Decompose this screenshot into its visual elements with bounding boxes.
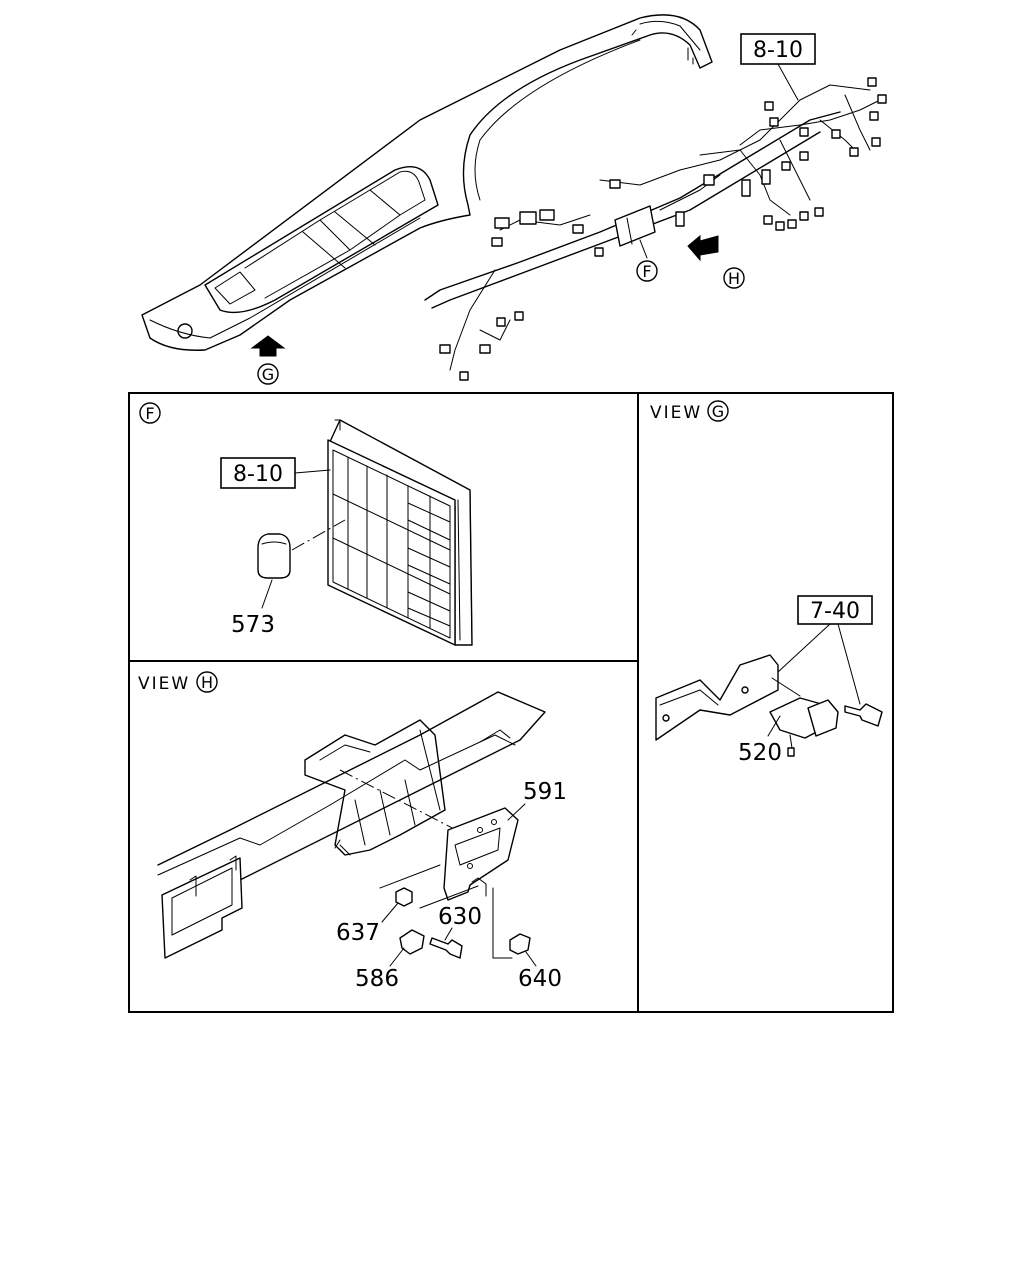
marker-f-letter: F — [642, 262, 651, 281]
screw-640 — [509, 933, 531, 955]
nut-637 — [395, 887, 413, 907]
ref-box-7-40 — [797, 595, 873, 625]
part-number-637: 637 — [336, 920, 380, 946]
view-h-arrow-icon — [687, 234, 719, 262]
detail-frame — [128, 392, 894, 1013]
ref-label-8-10-panel: 8-10 — [233, 462, 283, 487]
marker-f-circle — [636, 260, 658, 282]
part-number-591: 591 — [523, 779, 567, 805]
view-h-title-word: VIEW — [138, 674, 190, 694]
part-number-586: 586 — [355, 966, 399, 992]
panel-f-fuse-box: F 8-10 573 — [139, 402, 473, 646]
view-g-marker-letter: G — [712, 402, 724, 421]
ref-label-8-10-top: 8-10 — [753, 38, 803, 63]
clip-586 — [399, 929, 425, 955]
marker-h-circle — [723, 267, 745, 289]
bracket-591 — [443, 807, 519, 901]
part-number-640: 640 — [518, 966, 562, 992]
marker-g-circle — [257, 363, 279, 385]
view-g-arrow-icon — [250, 335, 286, 357]
panel-f-marker-circle — [139, 402, 161, 424]
part-number-630: 630 — [438, 904, 482, 930]
ref-box-8-10-panel — [220, 457, 296, 489]
fuse-573 — [257, 533, 291, 579]
panel-f-marker-letter: F — [145, 404, 154, 423]
fuse-slot-grid — [332, 449, 451, 639]
bolt-630 — [429, 937, 463, 959]
harness-connectors — [439, 77, 887, 381]
panel-view-g: VIEW G 7-40 520 — [650, 400, 883, 766]
view-g-title-word: VIEW — [650, 403, 702, 423]
marker-h-letter: H — [728, 269, 740, 288]
view-g-marker-circle — [707, 400, 729, 422]
instrument-panel-assembly: 8-10 F H G — [141, 14, 887, 385]
part-number-573: 573 — [231, 612, 275, 638]
marker-g-letter: G — [262, 365, 274, 384]
ref-label-7-40: 7-40 — [810, 599, 860, 624]
part-number-520: 520 — [738, 740, 782, 766]
bolt-7-40 — [844, 703, 883, 727]
view-h-marker-circle — [196, 671, 218, 693]
panel-view-h: VIEW H 591 637 — [138, 671, 567, 992]
view-h-marker-letter: H — [201, 673, 213, 692]
ref-box-8-10-top — [740, 33, 816, 65]
